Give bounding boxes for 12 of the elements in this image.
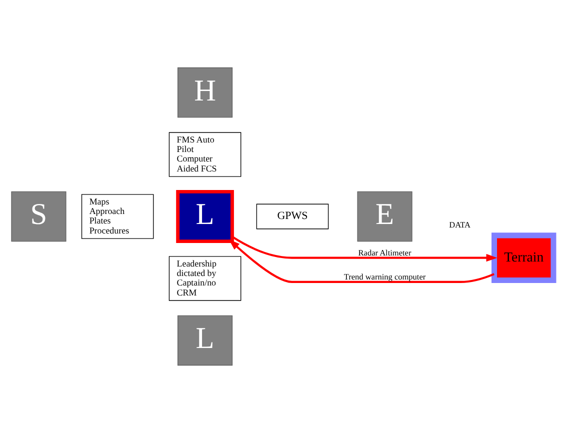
node-box: GPWS	[256, 204, 329, 230]
arrow	[232, 236, 498, 262]
node-box: FMS Auto Pilot Computer Aided FCS	[168, 132, 242, 177]
node-box: Maps Approach Plates Procedures	[81, 194, 154, 239]
node-box: E	[357, 191, 412, 242]
node-box: S	[11, 191, 66, 242]
node-box: L	[177, 315, 233, 366]
node-box: Leadership dictated by Captain/no CRM	[168, 256, 242, 301]
node-box: L	[176, 190, 234, 244]
node-box: Terrain	[492, 232, 556, 283]
node-box: H	[177, 67, 233, 118]
arrow	[228, 239, 494, 283]
